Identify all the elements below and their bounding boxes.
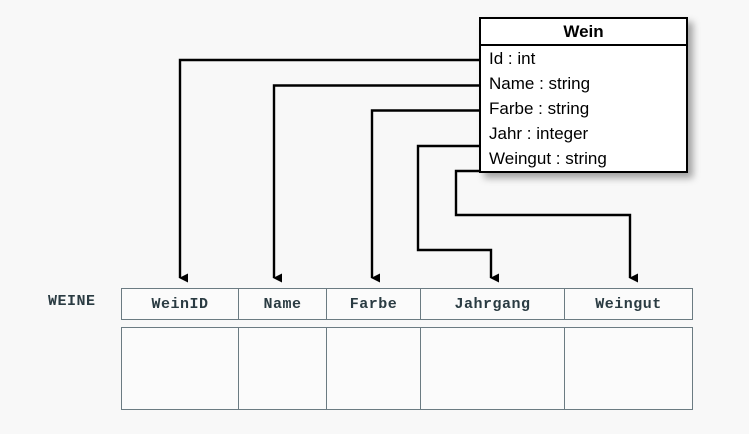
uml-attribute-id: Id : int <box>489 49 536 68</box>
table-cell-farbe[interactable] <box>326 327 421 410</box>
table-column-header-weinid[interactable]: WeinID <box>121 288 239 320</box>
table-cell-weinid[interactable] <box>121 327 239 410</box>
column-header-label: Name <box>263 295 302 313</box>
column-header-label: WeinID <box>151 295 209 313</box>
column-header-label: Farbe <box>349 295 398 313</box>
table-cell-name[interactable] <box>238 327 327 410</box>
table-column-header-jahrgang[interactable]: Jahrgang <box>420 288 565 320</box>
connector-farbe-to-farbe <box>370 109 479 283</box>
connector-name-to-name <box>272 84 479 283</box>
table-cell-weingut[interactable] <box>564 327 693 410</box>
uml-class-title: Wein <box>481 19 686 46</box>
uml-attribute-jahr: Jahr : integer <box>489 124 589 143</box>
table-column-header-weingut[interactable]: Weingut <box>564 288 693 320</box>
connector-id-to-weinid <box>178 58 479 283</box>
column-header-label: Jahrgang <box>454 295 531 313</box>
uml-attribute-farbe: Farbe : string <box>489 99 590 118</box>
connector-weingut-to-weingut <box>454 169 638 283</box>
table-header-row: WeinID Name Farbe Jahrgang Weingut <box>121 288 693 320</box>
uml-class-box[interactable]: Wein Id : int Name : string Farbe : stri… <box>479 17 688 173</box>
table-row <box>121 327 693 410</box>
uml-attribute-list: Id : int Name : string Farbe : string Ja… <box>481 46 686 171</box>
table-column-header-name[interactable]: Name <box>238 288 327 320</box>
table-cell-jahrgang[interactable] <box>420 327 565 410</box>
relational-table[interactable]: WeinID Name Farbe Jahrgang Weingut <box>121 288 693 410</box>
column-header-label: Weingut <box>595 295 662 313</box>
uml-attribute-weingut: Weingut : string <box>489 149 607 168</box>
table-column-header-farbe[interactable]: Farbe <box>326 288 421 320</box>
uml-attribute-name: Name : string <box>489 74 591 93</box>
table-name-label: WEINE <box>48 293 96 310</box>
